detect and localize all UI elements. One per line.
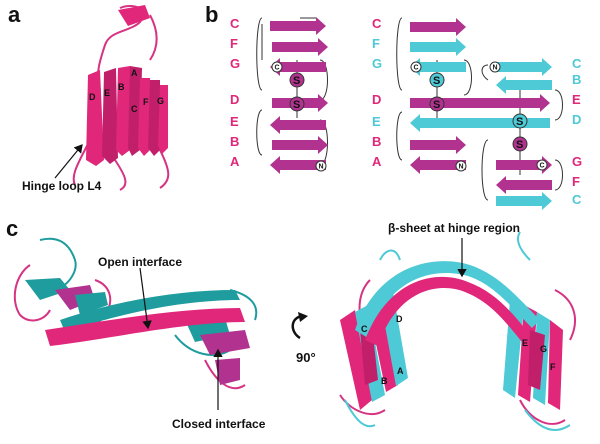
topology-label: G (572, 154, 582, 169)
rotation-label: 90° (296, 350, 316, 365)
topology-label: F (372, 36, 380, 51)
closed-interface-label: Closed interface (172, 417, 266, 431)
disulfide-symbol: S (516, 116, 523, 128)
topology-label: E (230, 114, 239, 129)
topology-label: A (372, 154, 382, 169)
n-terminus: N (319, 164, 324, 171)
disulfide-symbol: S (433, 75, 440, 87)
topology-label: F (572, 174, 580, 189)
panel-c-right-structure (339, 231, 576, 431)
topology-label: E (372, 114, 381, 129)
strand-label: E (522, 338, 528, 348)
panel-a-strand-labels: D E B A C F G (89, 68, 164, 114)
topology-label: A (230, 154, 240, 169)
strand-label: B (381, 376, 388, 386)
n-terminus: N (459, 164, 464, 171)
topology-label: G (372, 56, 382, 71)
panel-label-a: a (8, 2, 21, 27)
panel-label-b: b (205, 2, 218, 27)
open-interface-label: Open interface (98, 255, 182, 269)
topology-label: C (572, 192, 582, 207)
c-terminus: C (540, 163, 545, 170)
topology-label: E (572, 92, 581, 107)
topology-label: C (230, 16, 240, 31)
strand-label: C (361, 324, 368, 334)
rotation-arrow-icon (291, 312, 308, 340)
disulfide-symbol: S (516, 139, 523, 151)
topology-label: C (372, 16, 382, 31)
hinge-loop-arrow (54, 144, 83, 179)
panel-a-structure (72, 4, 170, 191)
strand-label: E (104, 88, 110, 98)
n-terminus: N (493, 65, 498, 72)
panel-b-left-topology: S S C N (256, 17, 328, 174)
strand-label: B (118, 82, 125, 92)
topology-label: G (230, 56, 240, 71)
topology-label: B (572, 72, 581, 87)
topology-label: D (230, 92, 239, 107)
strand-label: F (143, 97, 149, 107)
topology-label: B (372, 134, 381, 149)
disulfide-symbol: S (293, 99, 300, 111)
c-terminus: C (414, 65, 419, 72)
panel-b-right-labels-right: C B E D G F C (572, 56, 582, 207)
strand-label: D (396, 314, 403, 324)
disulfide-symbol: S (433, 99, 440, 111)
topology-label: F (230, 36, 238, 51)
panel-label-c: c (6, 216, 18, 241)
topology-label: C (572, 56, 582, 71)
strand-label: A (397, 366, 404, 376)
strand-label: A (131, 68, 138, 78)
topology-label: D (372, 92, 381, 107)
panel-b-right-topology: S S S S C N N C (396, 17, 563, 210)
panel-c-right-strand-labels: C D B A E G F (361, 314, 556, 386)
strand-label: F (550, 362, 556, 372)
panel-b-left-labels: C F G D E B A (230, 16, 240, 169)
hinge-loop-label: Hinge loop L4 (22, 179, 102, 193)
open-interface-arrow (139, 267, 152, 330)
strand-label: D (89, 92, 96, 102)
strand-label: C (131, 104, 138, 114)
strand-label: G (157, 96, 164, 106)
c-terminus: C (275, 65, 280, 72)
disulfide-symbol: S (293, 75, 300, 87)
topology-label: D (572, 112, 581, 127)
topology-label: B (230, 134, 239, 149)
hinge-sheet-label: β-sheet at hinge region (388, 221, 520, 235)
strand-label: G (540, 344, 547, 354)
panel-b-right-labels-left: C F G D E B A (372, 16, 382, 169)
